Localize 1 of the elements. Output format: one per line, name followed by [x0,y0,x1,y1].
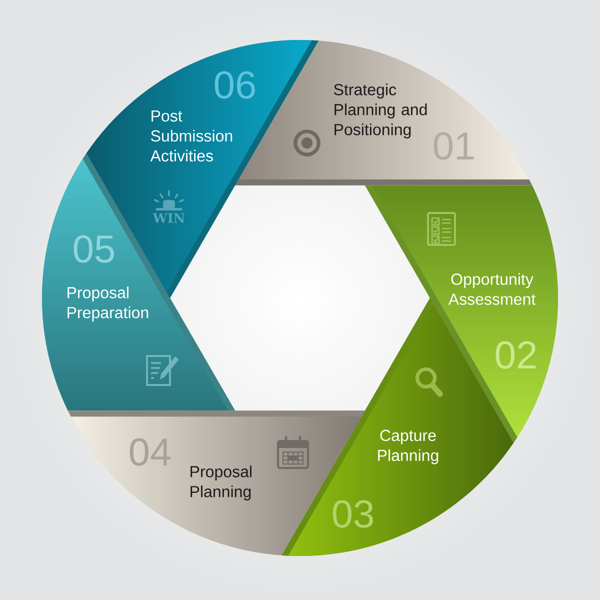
icon-label: WIN [152,213,185,223]
